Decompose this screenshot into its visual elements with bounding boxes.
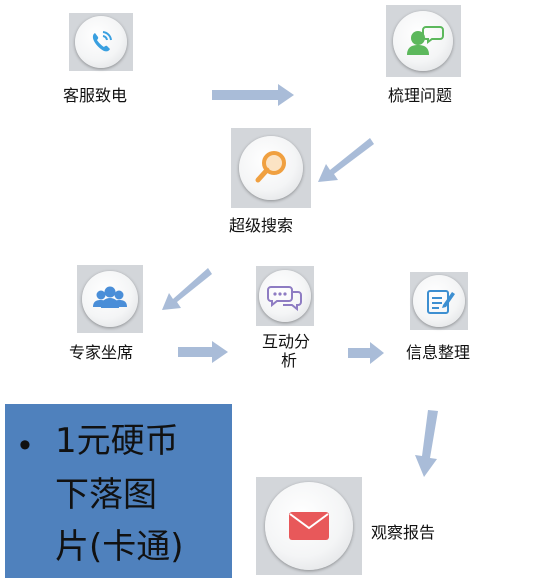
chat-bubbles-icon xyxy=(259,270,311,322)
arrow-search-to-expert xyxy=(162,268,212,310)
tile-interactive-analysis xyxy=(256,266,314,326)
arrow-call-to-sort xyxy=(212,84,294,106)
arrow-expert-to-analysis xyxy=(178,341,228,363)
person-chat-icon xyxy=(393,11,453,71)
note-bullet: • xyxy=(19,426,31,464)
note-line-2: 下落图 xyxy=(55,475,157,515)
step-label-info-organize: 信息整理 xyxy=(406,343,471,362)
tile-info-organize xyxy=(410,272,468,330)
arrow-analysis-to-info xyxy=(348,342,384,364)
step-label-expert-desk: 专家坐席 xyxy=(69,343,134,362)
note-line-1: 1元硬币 xyxy=(55,421,179,461)
tile-observation-report xyxy=(256,477,362,575)
tile-super-search xyxy=(231,128,311,208)
tile-customer-call xyxy=(69,13,133,71)
magnifier-icon xyxy=(239,136,303,200)
group-icon xyxy=(82,271,138,327)
document-edit-icon xyxy=(413,275,465,327)
step-label-interactive-analysis-1: 互动分 xyxy=(262,332,311,351)
note-line-3: 片(卡通) xyxy=(55,527,184,567)
step-label-customer-call: 客服致电 xyxy=(63,86,128,105)
note-box: • 1元硬币 下落图 片(卡通) xyxy=(5,404,232,578)
tile-sort-issues xyxy=(386,5,461,77)
arrow-info-to-report xyxy=(415,410,438,477)
step-label-observation-report: 观察报告 xyxy=(371,523,436,542)
step-label-sort-issues: 梳理问题 xyxy=(388,86,453,105)
phone-icon xyxy=(75,16,127,68)
step-label-super-search: 超级搜索 xyxy=(229,216,294,235)
envelope-icon xyxy=(265,482,353,570)
arrow-sort-to-search xyxy=(318,138,374,182)
step-label-interactive-analysis-2: 析 xyxy=(281,351,298,370)
tile-expert-desk xyxy=(77,265,143,333)
